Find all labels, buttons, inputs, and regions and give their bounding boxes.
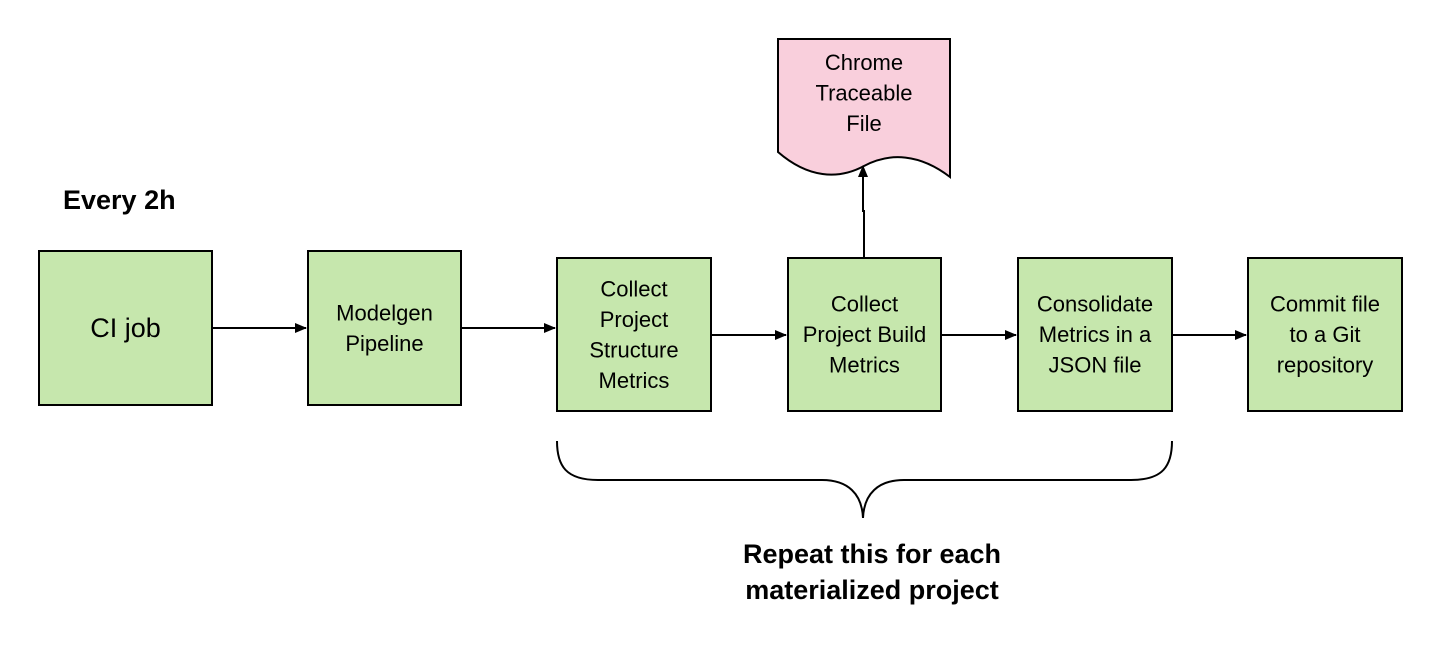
connector-build-to-document [858,165,868,258]
step-ci-job: CI job [38,250,213,406]
step-commit-file: Commit file to a Git repository [1247,257,1403,412]
step-modelgen-pipeline-box [307,250,462,406]
step-consolidate-metrics-label-line: Metrics in a [1039,322,1152,347]
step-commit-file-label-line: to a Git [1290,322,1361,347]
step-collect-structure-metrics-label-line: Structure [589,337,678,362]
schedule-label: Every 2h [63,185,176,215]
repeat-note-line: materialized project [745,575,999,605]
repeat-brace [556,440,1173,519]
output-document-label-line: Traceable [815,81,912,106]
step-modelgen-pipeline-label-line: Pipeline [345,331,423,356]
step-collect-build-metrics-label-line: Collect [831,292,898,317]
step-collect-build-metrics-label-line: Project Build [803,322,927,347]
repeat-note: Repeat this for each materialized project [743,539,1001,605]
step-ci-job-label-line: CI job [90,313,161,343]
step-consolidate-metrics-label-line: JSON file [1049,353,1142,378]
step-collect-structure-metrics-label-line: Collect [600,276,667,301]
step-commit-file-label-line: repository [1277,353,1374,378]
step-collect-build-metrics-label-line: Metrics [829,353,900,378]
step-consolidate-metrics-box [1017,257,1173,412]
output-document-label-line: File [846,111,881,136]
repeat-note-line: Repeat this for each [743,539,1001,569]
step-collect-structure-metrics-label-line: Metrics [599,368,670,393]
step-commit-file-label-line: Commit file [1270,292,1380,317]
step-ci-job-box [38,250,213,406]
step-collect-structure-metrics-label-line: Project [600,307,668,332]
output-document-label-line: Chrome [825,50,903,75]
step-commit-file-label: Commit file to a Git repository [1270,292,1380,378]
step-consolidate-metrics-label-line: Consolidate [1037,292,1153,317]
step-modelgen-pipeline-label-line: Modelgen [336,300,433,325]
step-commit-file-box [1247,257,1403,412]
step-ci-job-label: CI job [90,313,161,343]
